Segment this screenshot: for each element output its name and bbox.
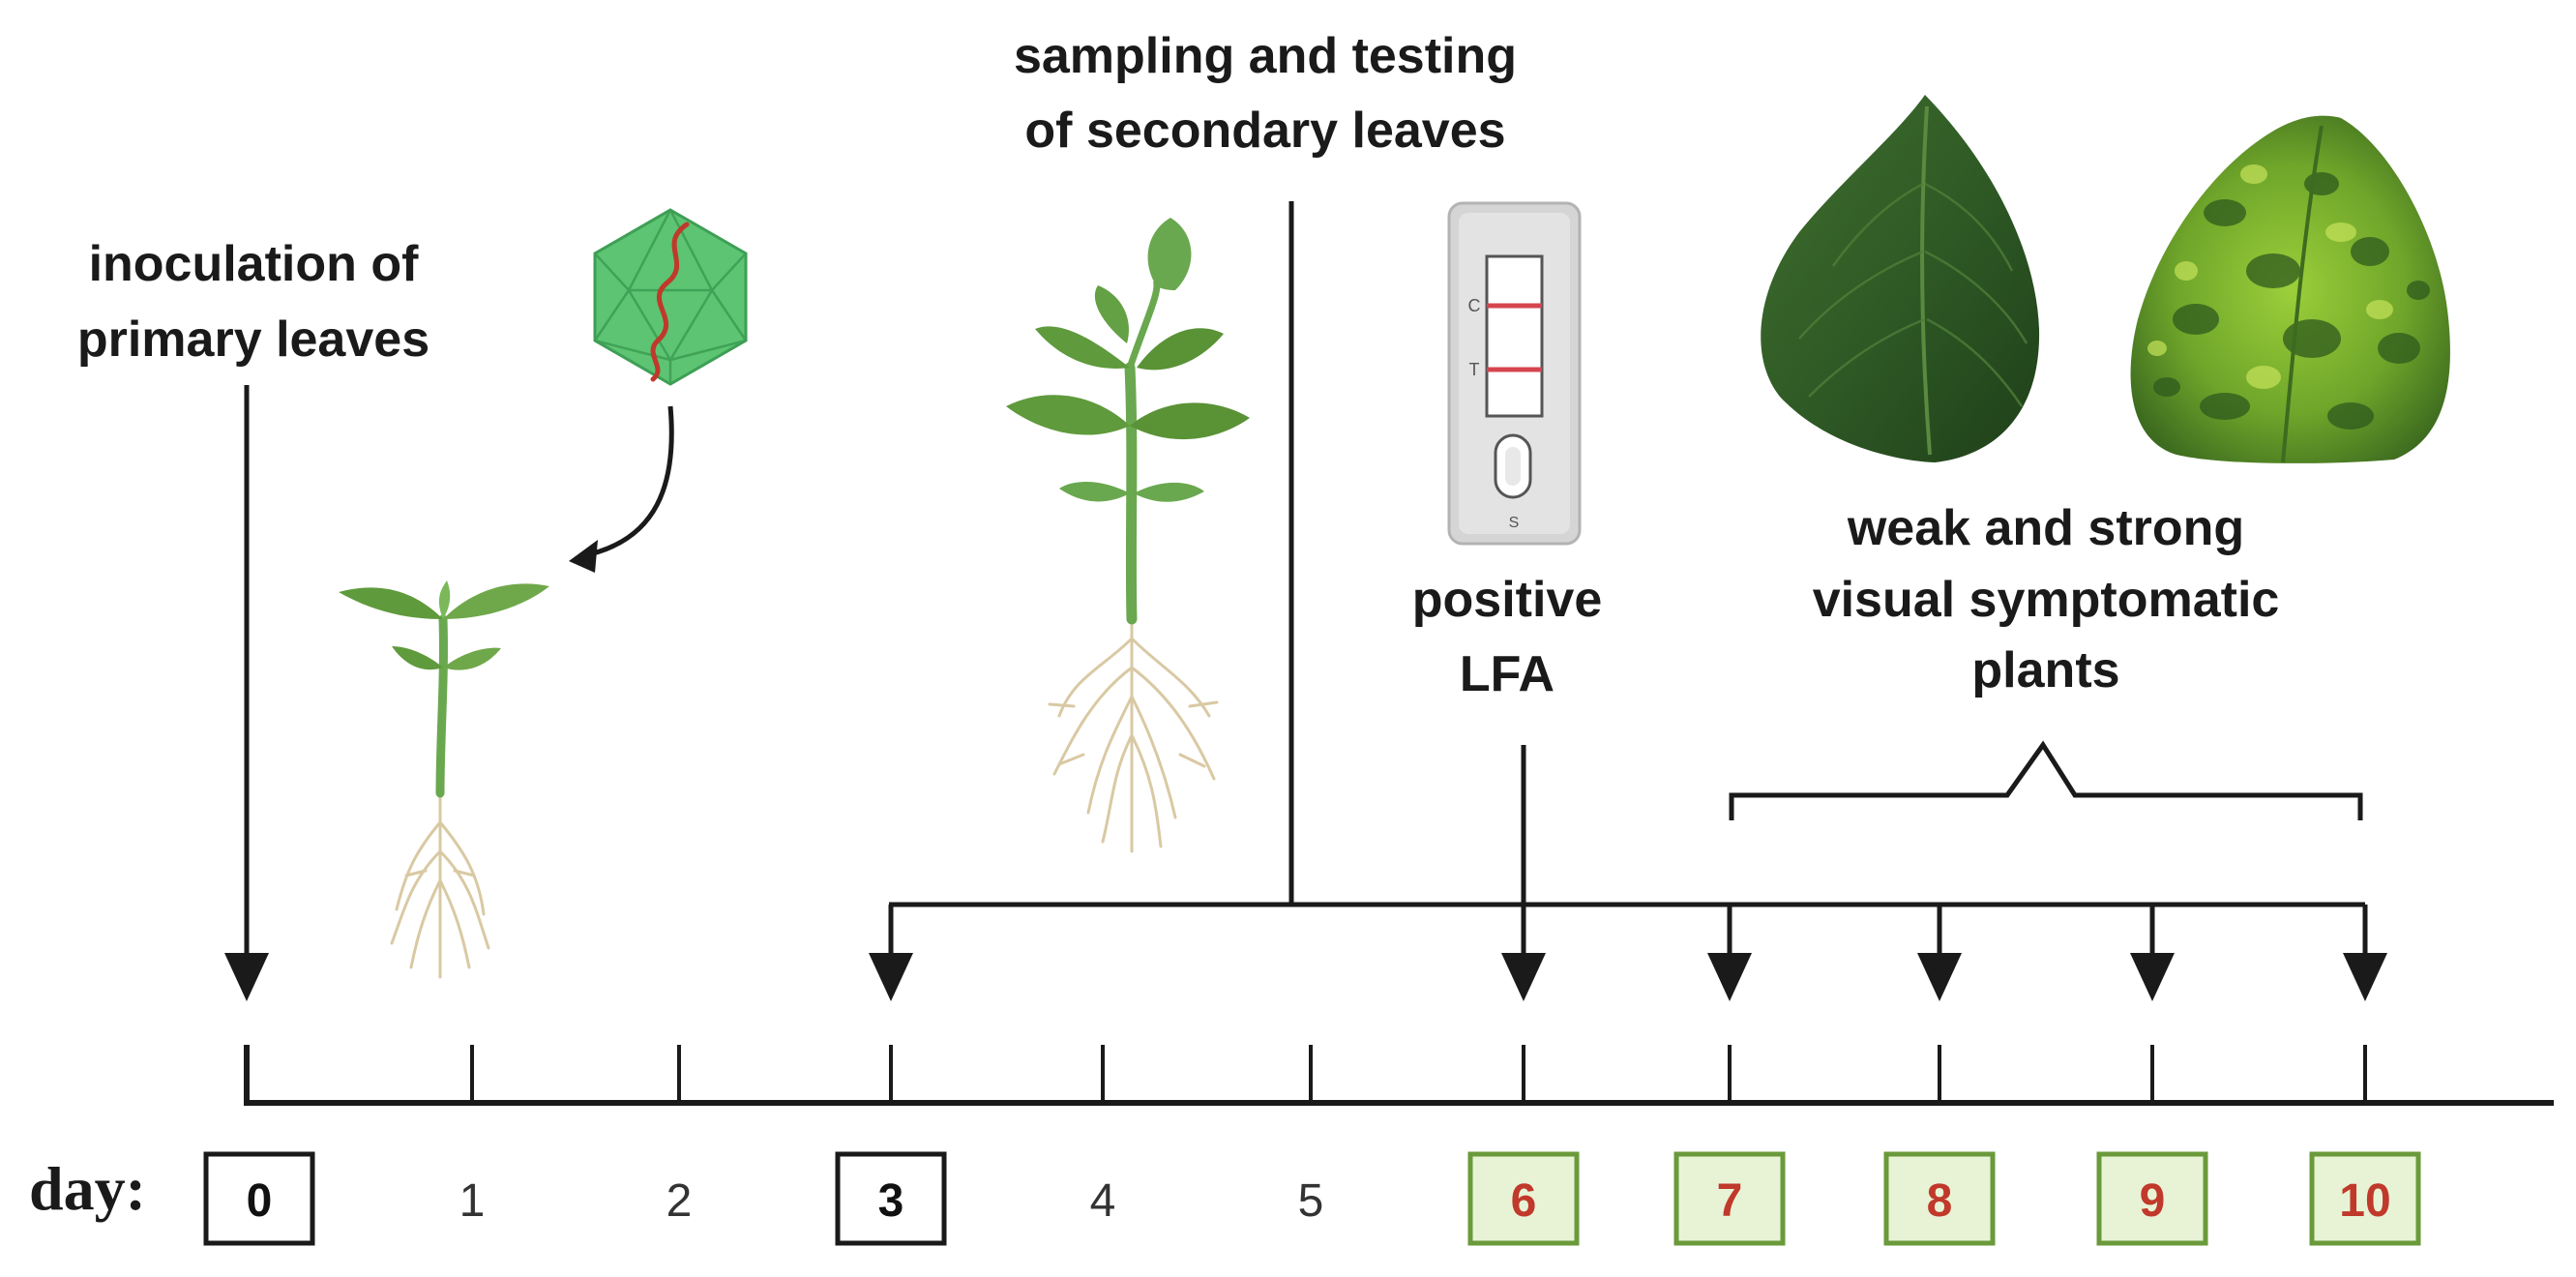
sampling-label-line1: sampling and testing (1014, 28, 1517, 84)
day-marker-6: 6 (1467, 1151, 1580, 1246)
day-marker-7: 7 (1673, 1151, 1786, 1246)
day-box-10 (2309, 1151, 2421, 1246)
day-number-3: 3 (878, 1175, 904, 1227)
positive-lfa-label: positive LFA (1412, 572, 1603, 702)
arrow-head-day-7 (1707, 953, 1752, 1001)
arrow-head-day-3 (869, 953, 913, 1001)
day-box-8 (1883, 1151, 1996, 1246)
positive-lfa-label-line1: positive (1412, 572, 1603, 628)
inoculation-label-line2: primary leaves (77, 312, 429, 368)
lfa-sample-mark: S (1509, 515, 1520, 531)
timeline-axis (244, 1045, 2554, 1106)
day-number-2: 2 (666, 1175, 693, 1227)
seedling-plant-icon (339, 580, 549, 979)
arrow-head-day-9 (2130, 953, 2175, 1001)
inoculation-label: inoculation of primary leaves (77, 236, 429, 368)
symptoms-label-line3: plants (1971, 642, 2119, 698)
symptoms-label: weak and strong visual symptomatic plant… (1813, 500, 2280, 698)
day-number-5: 5 (1298, 1175, 1324, 1227)
day-box-3 (835, 1151, 947, 1246)
virus-icon (593, 208, 748, 386)
day-marker-0: 0 (203, 1151, 315, 1246)
day-marker-8: 8 (1883, 1151, 1996, 1246)
day-number-4: 4 (1090, 1175, 1116, 1227)
lfa-test-strip-icon: C T S (1447, 201, 1582, 546)
day-number-10: 10 (2339, 1175, 2390, 1227)
day-number-8: 8 (1927, 1175, 1953, 1227)
inoculation-label-line1: inoculation of (89, 236, 420, 292)
positive-lfa-label-line2: LFA (1460, 646, 1554, 702)
day-box-9 (2096, 1151, 2208, 1246)
lfa-test-mark: T (1469, 360, 1480, 379)
day-marker-1: 1 (459, 1175, 486, 1227)
arrow-head-day-6 (1501, 953, 1546, 1001)
day-box-7 (1673, 1151, 1786, 1246)
day-marker-2: 2 (666, 1175, 693, 1227)
arrow-lines (244, 201, 2368, 958)
timeline-ticks (470, 1045, 2367, 1103)
infection-arrow (569, 405, 674, 573)
arrow-heads (224, 953, 2387, 1001)
day-marker-9: 9 (2096, 1151, 2208, 1246)
day-marker-10: 10 (2309, 1151, 2421, 1246)
day-marker-4: 4 (1090, 1175, 1116, 1227)
weak-symptom-leaf (1761, 95, 2040, 462)
day-number-0: 0 (247, 1175, 273, 1227)
arrow-head-day-0 (224, 953, 269, 1001)
day-markers: 0 1 2 3 4 5 6 7 8 9 10 (203, 1151, 2421, 1246)
arrow-head-day-8 (1917, 953, 1962, 1001)
day-number-1: 1 (459, 1175, 486, 1227)
day-box-0 (203, 1151, 315, 1246)
strong-symptom-leaf (2130, 115, 2450, 463)
lfa-control-mark: C (1468, 296, 1481, 315)
day-box-6 (1467, 1151, 1580, 1246)
day-number-6: 6 (1511, 1175, 1537, 1227)
lfa-result-window (1485, 254, 1544, 418)
mature-plant-icon (1006, 218, 1250, 853)
sampling-label-line2: of secondary leaves (1024, 103, 1505, 159)
symptoms-label-line1: weak and strong (1847, 500, 2244, 556)
symptoms-label-line2: visual symptomatic (1813, 572, 2280, 628)
day-axis-label: day: (29, 1154, 146, 1223)
day-number-7: 7 (1717, 1175, 1743, 1227)
day-marker-5: 5 (1298, 1175, 1324, 1227)
day-marker-3: 3 (835, 1151, 947, 1246)
arrow-head-day-10 (2343, 953, 2387, 1001)
sampling-label: sampling and testing of secondary leaves (1014, 28, 1517, 159)
day-number-9: 9 (2140, 1175, 2166, 1227)
